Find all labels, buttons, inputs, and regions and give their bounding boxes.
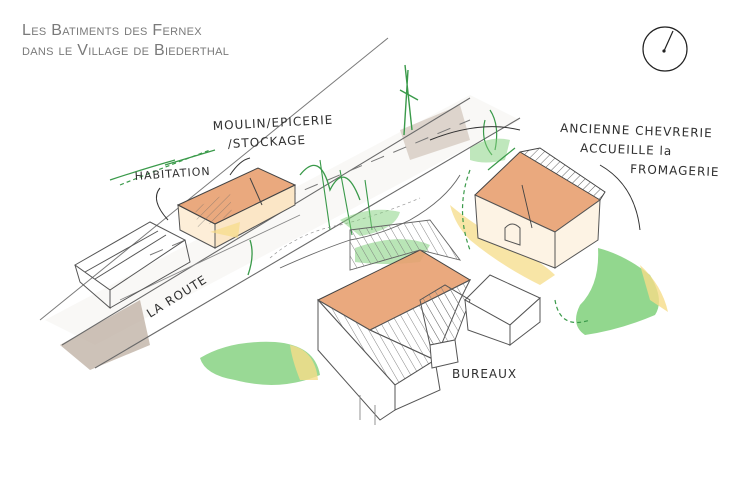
left-building	[74, 221, 191, 310]
label-chevrerie-1: ANCIENNE CHEVRERIE	[560, 121, 713, 140]
building-chevrerie	[474, 147, 606, 269]
label-habitation: HABITATION	[134, 165, 211, 183]
compass-icon	[642, 26, 688, 72]
title-line-2: dans le Village de Biederthal	[22, 42, 230, 59]
label-chevrerie-2: ACCUEILLE la	[580, 141, 673, 158]
building-moulin	[176, 167, 297, 249]
label-chevrerie-3: FROMAGERIE	[630, 162, 720, 179]
label-moulin-2: /STOCKAGE	[227, 133, 306, 151]
hedges	[119, 149, 591, 324]
annotation-lines	[155, 126, 641, 231]
title-line-1: Les Batiments des Fernex	[22, 22, 202, 39]
building-bureaux	[316, 219, 541, 425]
label-moulin-1: MOULIN/EPICERIE	[212, 113, 333, 133]
label-bureaux: BUREAUX	[452, 367, 517, 381]
